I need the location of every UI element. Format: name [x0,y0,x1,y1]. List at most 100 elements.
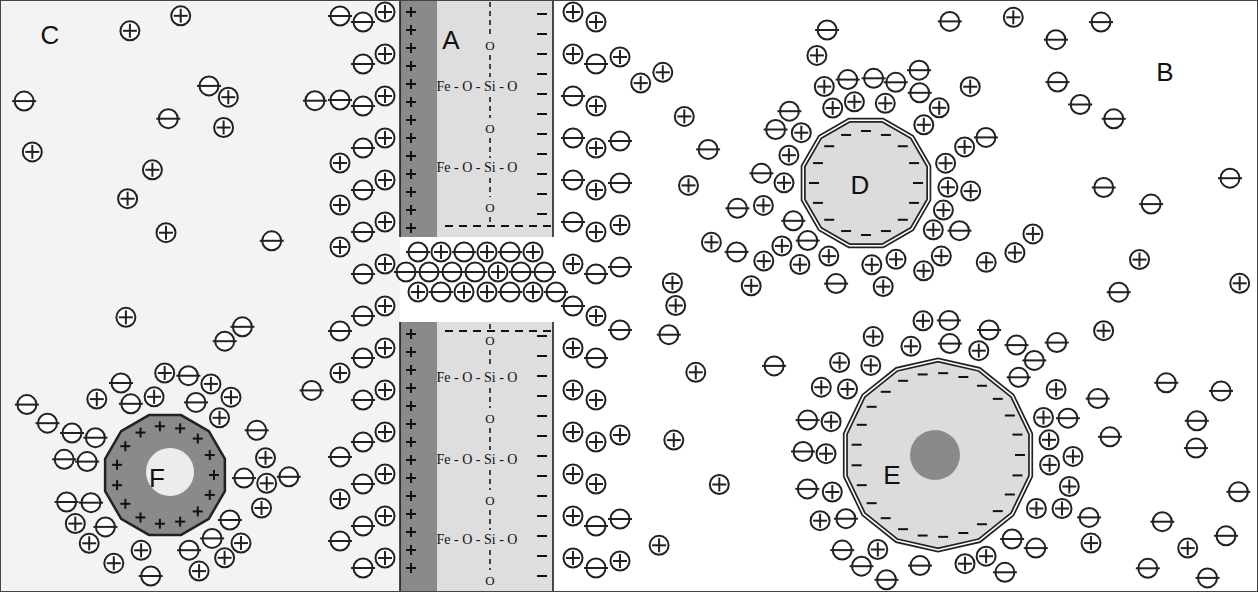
ion-symbol [1005,336,1029,355]
ion-symbol [936,154,955,173]
ion-symbol [351,433,375,452]
ion-symbol [376,297,395,316]
ion-ring [1047,380,1066,399]
ion-ring [66,514,85,533]
ion-sign [240,536,242,550]
ion-symbol [834,509,858,528]
ion-symbol [331,196,350,215]
ion-symbol [845,92,864,111]
ion-sign [595,141,597,155]
surface-charge [179,517,181,527]
ion-symbol [862,255,881,274]
ion-sign [718,478,720,492]
ion-sign [384,47,386,61]
ion-symbol [1047,380,1066,399]
ion-symbol [584,517,608,536]
ion-sign [1044,39,1068,41]
ion-sign [429,291,453,293]
ion-ring [132,541,151,560]
ion-sign [210,377,212,391]
ion-symbol [587,223,606,242]
ion-symbol [328,91,352,110]
ion-sign [88,536,90,550]
ion-symbol [611,552,630,571]
surface-charge [938,372,948,374]
charge-mark [410,151,412,161]
charge-mark [537,33,547,35]
ion-sign [227,90,229,104]
ion-symbol [1185,411,1209,430]
ion-ring [587,13,606,32]
ion-sign [125,310,127,324]
ion-sign [938,101,940,115]
ion-sign [762,365,786,367]
particle-border [803,120,929,246]
ion-ring [376,549,395,568]
ion-ring [823,483,842,502]
ion-sign [974,136,998,138]
ion-sign [1043,411,1045,425]
ion-symbol [791,442,815,461]
ion-sign [544,291,568,293]
ion-sign [1102,118,1126,120]
ion-ring [772,236,791,255]
ion-sign [662,65,664,79]
ion-sign [561,221,585,223]
ion-symbol [762,356,786,375]
charge-mark [537,535,547,537]
ion-sign [1185,420,1209,422]
ion-symbol [830,541,854,560]
charge-mark [410,419,412,429]
ion-symbol [584,559,608,578]
ion-symbol [796,411,820,430]
surface-charge [824,145,834,147]
ion-sign [200,537,224,539]
ion-ring [1178,539,1197,558]
ion-sign [119,403,143,405]
charge-mark [529,225,537,227]
membrane-edge [552,322,554,592]
ion-symbol [561,87,585,106]
ion-ring [116,308,135,327]
ion-sign [452,251,476,253]
ion-symbol [328,7,352,26]
bond-line [489,138,491,158]
ion-symbol [75,452,99,471]
ion-symbol [864,327,883,346]
ion-sign [870,358,872,372]
ion-symbol [1209,381,1233,400]
charge-mark [537,93,547,95]
ion-ring [104,554,123,573]
charge-mark [410,7,412,17]
ion-sign [947,180,949,194]
ion-symbol [376,171,395,190]
ion-symbol [219,88,238,107]
ion-sign [1048,433,1050,447]
ion-symbol [1196,568,1220,587]
ion-ring [564,507,583,526]
ion-ring [1040,455,1059,474]
region-letter: D [851,172,870,198]
ion-symbol [861,356,880,375]
ion-symbol [710,475,729,494]
ion-sign [74,517,76,531]
ion-symbol [109,374,133,393]
ion-symbol [666,296,685,315]
ion-symbol [908,556,932,575]
ion-ring [876,94,895,113]
charge-mark [459,225,467,227]
ion-symbol [1056,409,1080,428]
ion-symbol [232,469,256,488]
ion-sign [584,63,608,65]
ion-sign [440,271,464,273]
ion-ring [664,431,683,450]
ion-ring [564,549,583,568]
charge-mark [473,330,481,332]
ion-symbol [749,164,773,183]
ion-symbol [608,258,632,277]
ion-symbol [779,146,798,165]
charge-mark [473,225,481,227]
ion-cloud [12,3,1250,590]
ion-sign [1086,398,1110,400]
